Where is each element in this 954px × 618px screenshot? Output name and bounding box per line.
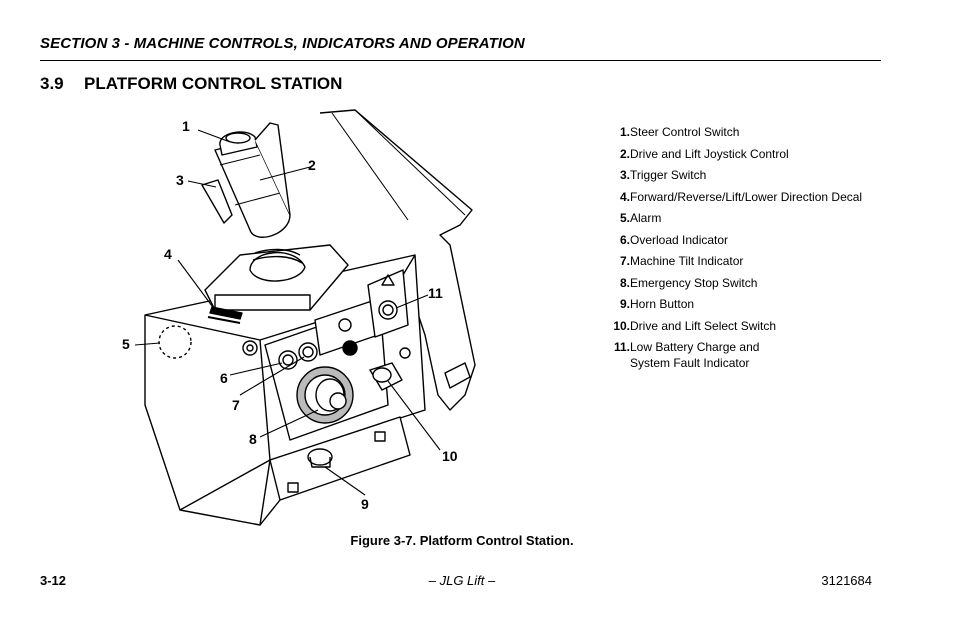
callout-8: 8: [249, 431, 257, 447]
legend-item: 1.Steer Control Switch: [600, 125, 880, 141]
legend-item: 8.Emergency Stop Switch: [600, 276, 880, 292]
component-legend: 1.Steer Control Switch 2.Drive and Lift …: [600, 125, 880, 377]
legend-item: 9.Horn Button: [600, 297, 880, 313]
section-number: 3.9: [40, 74, 64, 93]
legend-text: Steer Control Switch: [630, 125, 740, 139]
legend-item: 2.Drive and Lift Joystick Control: [600, 147, 880, 163]
legend-text: Alarm: [630, 211, 662, 225]
callout-4: 4: [164, 246, 172, 262]
footer-brand: – JLG Lift –: [428, 573, 496, 588]
callout-1: 1: [182, 118, 190, 134]
control-station-drawing: 1 2 3 4 5 6 7 8 9 10 11: [122, 109, 476, 526]
legend-text: Emergency Stop Switch: [630, 275, 758, 290]
callout-11: 11: [428, 285, 443, 301]
legend-text: Machine Tilt Indicator: [630, 254, 744, 268]
legend-item: 10.Drive and Lift Select Switch: [600, 319, 880, 335]
legend-number: 2.: [619, 146, 630, 161]
page-number: 3-12: [40, 573, 67, 588]
legend-number: 11.: [613, 340, 630, 354]
legend-item: 3.Trigger Switch: [600, 168, 880, 184]
section-heading: 3.9 PLATFORM CONTROL STATION: [40, 74, 342, 94]
legend-number: 7.: [619, 254, 630, 268]
legend-text: Forward/Reverse/Lift/Lower Direction Dec…: [630, 189, 863, 204]
figure-caption: Figure 3-7. Platform Control Station.: [350, 533, 574, 548]
legend-number: 5.: [619, 211, 630, 225]
legend-number: 4.: [619, 189, 630, 204]
header-rule: [40, 60, 881, 61]
legend-number: 1.: [619, 125, 630, 139]
legend-item: 5.Alarm: [600, 211, 880, 227]
legend-text: Horn Button: [630, 297, 695, 311]
legend-text: Low Battery Charge and System Fault Indi…: [630, 340, 760, 370]
legend-number: 6.: [619, 232, 630, 247]
callout-6: 6: [220, 370, 228, 386]
legend-item: 7.Machine Tilt Indicator: [600, 254, 880, 270]
platform-control-figure: 1 2 3 4 5 6 7 8 9 10 11: [120, 105, 560, 530]
legend-number: 3.: [619, 168, 630, 182]
callout-5: 5: [122, 336, 130, 352]
callout-2: 2: [308, 157, 316, 173]
legend-number: 9.: [619, 297, 630, 311]
legend-text: Drive and Lift Select Switch: [630, 318, 777, 333]
section-header: SECTION 3 - MACHINE CONTROLS, INDICATORS…: [40, 35, 525, 52]
callout-7: 7: [232, 397, 240, 413]
callout-3: 3: [176, 172, 184, 188]
legend-item: 11.Low Battery Charge and System Fault I…: [600, 340, 880, 371]
callout-10: 10: [442, 448, 458, 464]
legend-item: 4.Forward/Reverse/Lift/Lower Direction D…: [600, 190, 880, 206]
legend-text: Overload Indicator: [630, 232, 729, 247]
section-title: PLATFORM CONTROL STATION: [84, 74, 343, 93]
legend-text: Trigger Switch: [630, 168, 707, 182]
callout-9: 9: [361, 496, 369, 512]
legend-item: 6.Overload Indicator: [600, 233, 880, 249]
legend-number: 8.: [619, 275, 630, 290]
legend-text: Drive and Lift Joystick Control: [630, 146, 789, 161]
document-number: 3121684: [821, 573, 872, 588]
legend-number: 10.: [613, 318, 630, 333]
